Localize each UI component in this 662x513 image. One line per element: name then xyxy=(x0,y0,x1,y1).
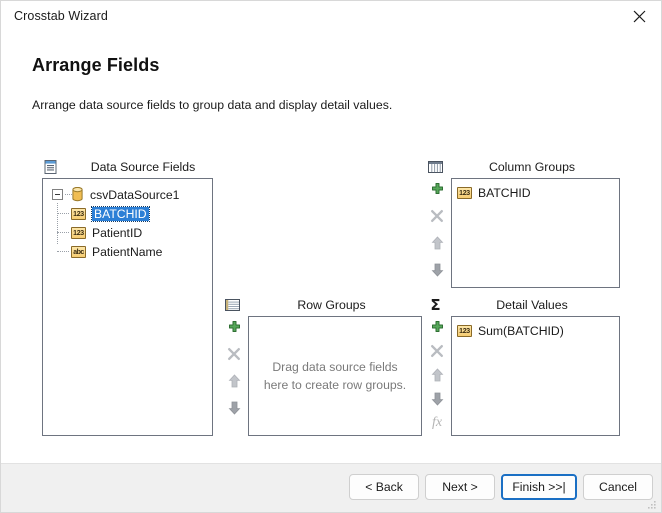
add-detail-value-button[interactable] xyxy=(426,316,448,338)
numeric-field-icon: 123 xyxy=(71,226,86,239)
sigma-icon: Σ xyxy=(430,296,441,314)
expand-collapse-icon[interactable] xyxy=(52,189,63,200)
column-groups-icon xyxy=(427,159,444,176)
column-groups-list[interactable]: 123 BATCHID xyxy=(451,178,620,288)
tree-node-patientname-label: PatientName xyxy=(92,244,163,259)
resize-grip[interactable] xyxy=(647,499,657,509)
move-detail-value-up-button[interactable] xyxy=(426,364,448,386)
row-groups-label: Row Groups xyxy=(297,298,366,312)
data-source-fields-label: Data Source Fields xyxy=(90,160,196,174)
move-row-group-up-button[interactable] xyxy=(223,370,245,392)
title-bar: Crosstab Wizard xyxy=(1,1,661,32)
list-item-label: Sum(BATCHID) xyxy=(478,324,564,338)
tree-node-patientname[interactable]: abc PatientName xyxy=(49,243,209,260)
tree-node-patientid[interactable]: 123 PatientID xyxy=(49,224,209,241)
remove-column-group-button[interactable] xyxy=(426,205,448,227)
data-source-fields-tree[interactable]: csvDataSource1 123 BATCHID 123 PatientID… xyxy=(42,178,213,436)
move-column-group-up-button[interactable] xyxy=(426,232,448,254)
numeric-field-icon: 123 xyxy=(457,325,472,337)
field-tree: csvDataSource1 123 BATCHID 123 PatientID… xyxy=(49,186,209,260)
footer-bar: < Back Next > Finish >>| Cancel xyxy=(1,463,661,512)
close-icon[interactable] xyxy=(617,1,661,32)
row-groups-header: Row Groups xyxy=(224,297,422,315)
row-groups-icon xyxy=(224,297,241,314)
finish-button[interactable]: Finish >>| xyxy=(501,474,577,500)
tree-node-root[interactable]: csvDataSource1 xyxy=(49,186,209,203)
remove-row-group-button[interactable] xyxy=(223,343,245,365)
data-source-fields-header: Data Source Fields xyxy=(42,159,227,177)
page-title: Arrange Fields xyxy=(32,55,160,75)
tree-node-patientid-label: PatientID xyxy=(92,225,143,240)
add-row-group-button[interactable] xyxy=(223,316,245,338)
cancel-button[interactable]: Cancel xyxy=(583,474,653,500)
detail-values-header: Σ Detail Values xyxy=(427,297,620,315)
back-button[interactable]: < Back xyxy=(349,474,419,500)
fx-icon[interactable]: fx xyxy=(431,415,443,430)
row-groups-toolbar xyxy=(223,316,245,426)
data-source-fields-icon xyxy=(42,159,59,176)
row-groups-placeholder: Drag data source fields here to create r… xyxy=(263,360,407,392)
column-groups-toolbar xyxy=(426,178,448,288)
tree-node-batchid[interactable]: 123 BATCHID xyxy=(49,205,209,222)
numeric-field-icon: 123 xyxy=(71,207,86,220)
detail-values-toolbar: fx xyxy=(426,316,448,436)
remove-detail-value-button[interactable] xyxy=(426,340,448,362)
detail-values-label: Detail Values xyxy=(496,298,568,312)
window-title: Crosstab Wizard xyxy=(14,9,108,23)
row-groups-list[interactable]: Drag data source fields here to create r… xyxy=(248,316,422,436)
tree-node-root-label: csvDataSource1 xyxy=(90,187,180,202)
column-groups-label: Column Groups xyxy=(488,160,576,174)
database-icon xyxy=(71,187,84,202)
numeric-field-icon: 123 xyxy=(457,187,472,199)
detail-values-list[interactable]: 123 Sum(BATCHID) xyxy=(451,316,620,436)
move-row-group-down-button[interactable] xyxy=(223,397,245,419)
page-description: Arrange data source fields to group data… xyxy=(32,98,393,112)
move-detail-value-down-button[interactable] xyxy=(426,388,448,410)
move-column-group-down-button[interactable] xyxy=(426,259,448,281)
text-field-icon: abc xyxy=(71,245,86,258)
list-item-label: BATCHID xyxy=(478,186,531,200)
list-item[interactable]: 123 Sum(BATCHID) xyxy=(457,323,564,339)
column-groups-header: Column Groups xyxy=(427,159,620,177)
list-item[interactable]: 123 BATCHID xyxy=(457,185,531,201)
add-column-group-button[interactable] xyxy=(426,178,448,200)
tree-node-batchid-label: BATCHID xyxy=(91,205,150,222)
next-button[interactable]: Next > xyxy=(425,474,495,500)
